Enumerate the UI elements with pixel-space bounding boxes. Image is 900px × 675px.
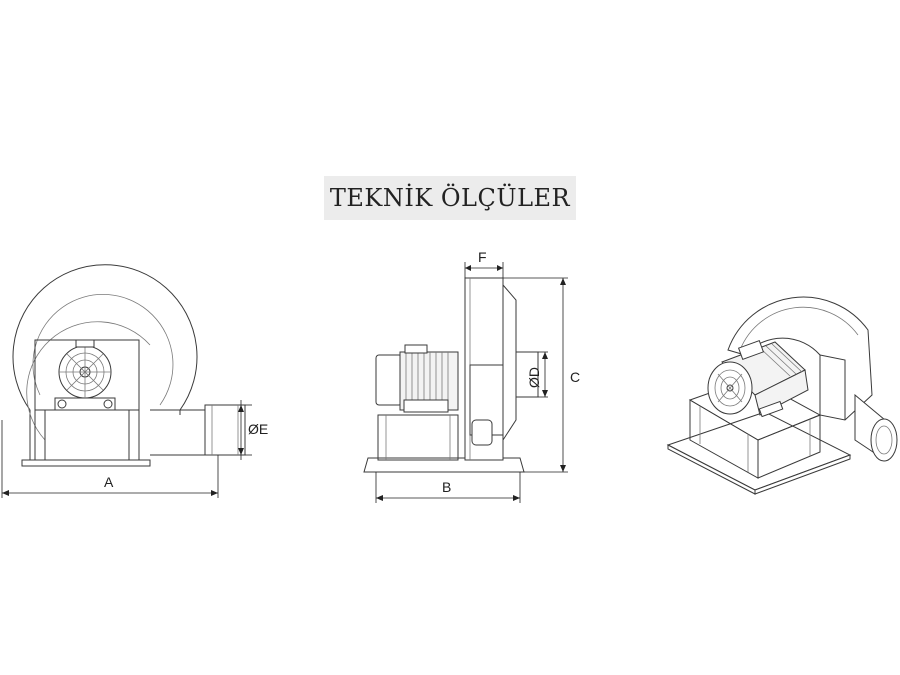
dimension-b-label: B [442, 479, 451, 495]
dimension-d: ØD [526, 351, 548, 398]
page-title-text: TEKNİK ÖLÇÜLER [329, 184, 571, 212]
dimension-f-label: F [478, 249, 487, 265]
dimension-e: ØE [238, 400, 268, 460]
dimension-c-label: C [570, 369, 580, 385]
dimension-a-label: A [104, 474, 114, 490]
dimension-d-label: ØD [526, 367, 542, 388]
dimension-c: C [503, 277, 580, 473]
isometric-view-fan [666, 296, 898, 495]
dimension-b: B [375, 472, 521, 503]
dimension-a: A [1, 420, 219, 498]
dimension-f: F [464, 249, 504, 278]
side-view-fan [363, 277, 539, 473]
front-view-fan [12, 264, 246, 467]
page-title: TEKNİK ÖLÇÜLER [324, 176, 576, 220]
dimension-e-label: ØE [248, 421, 268, 437]
